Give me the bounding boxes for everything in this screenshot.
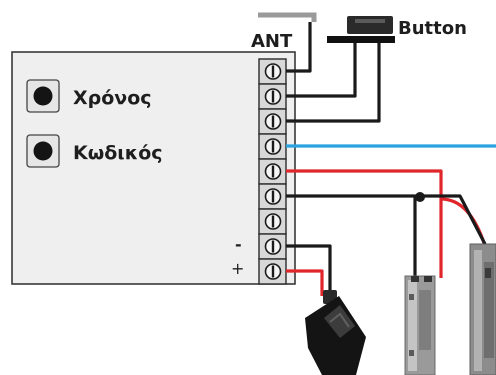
terminal-screw: [258, 133, 287, 160]
antenna-icon: [258, 12, 317, 22]
antenna-label: ANT: [251, 31, 293, 52]
code-button[interactable]: [26, 134, 60, 168]
wire-button-2: [286, 43, 381, 123]
wire-power-plus: [286, 269, 324, 296]
wires: [286, 22, 496, 296]
round-button-icon: [33, 86, 53, 106]
wire-red-lock-2: [440, 197, 487, 247]
wire-button-1: [286, 43, 357, 98]
magnetic-lock-icon: [469, 243, 496, 375]
wire-red-lock-1: [286, 169, 443, 278]
terminal-screw: [258, 83, 287, 110]
wire-antenna: [286, 22, 312, 73]
terminal-screw: [258, 108, 287, 135]
power-adapter-icon: [305, 290, 366, 375]
terminal-screw: [258, 158, 287, 185]
terminal-screw: [258, 183, 287, 210]
junction-dot: [415, 192, 425, 202]
wire-power-minus: [286, 244, 332, 296]
terminal-screw: [258, 58, 287, 85]
push-button-icon: [327, 16, 395, 43]
plus-mark: +: [231, 259, 244, 278]
button-label: Button: [398, 18, 467, 39]
terminal-block: [258, 58, 287, 285]
terminal-screw: [258, 208, 287, 235]
code-button-label: Κωδικός: [73, 142, 163, 164]
time-button-label: Χρόνος: [73, 87, 152, 109]
electric-strike-icon: [404, 275, 436, 375]
round-button-icon: [33, 141, 53, 161]
wire-black-common-2: [415, 194, 487, 245]
terminal-screw: [258, 233, 287, 260]
minus-mark: -: [235, 235, 242, 254]
time-button[interactable]: [26, 79, 60, 113]
wire-black-common: [286, 194, 417, 278]
terminal-screw: [258, 258, 287, 285]
